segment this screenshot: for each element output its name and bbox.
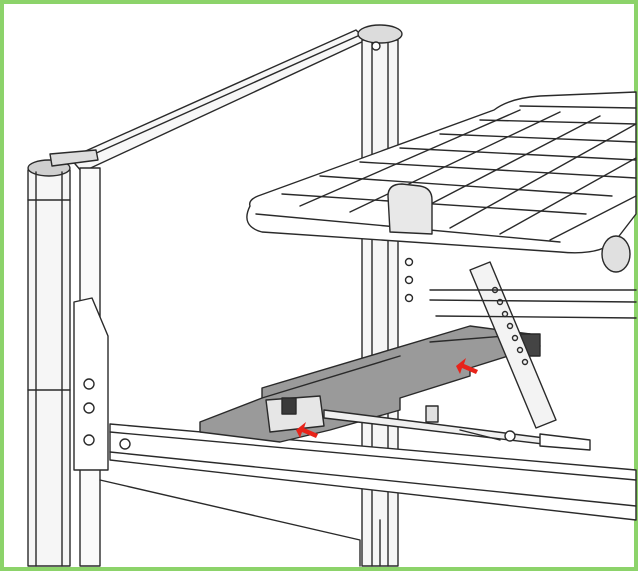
arrow-upper-icon [456,358,478,374]
left-front-post [27,159,71,567]
lower-inner-frame [99,479,381,567]
rear-cross-bars [429,289,637,319]
arrow-lower-icon [296,422,318,438]
wire-basket-icon [246,91,637,273]
front-side-rail [109,423,637,521]
left-inner-post [49,149,109,567]
direction-arrows [296,358,478,438]
lock-mechanism [265,395,591,451]
